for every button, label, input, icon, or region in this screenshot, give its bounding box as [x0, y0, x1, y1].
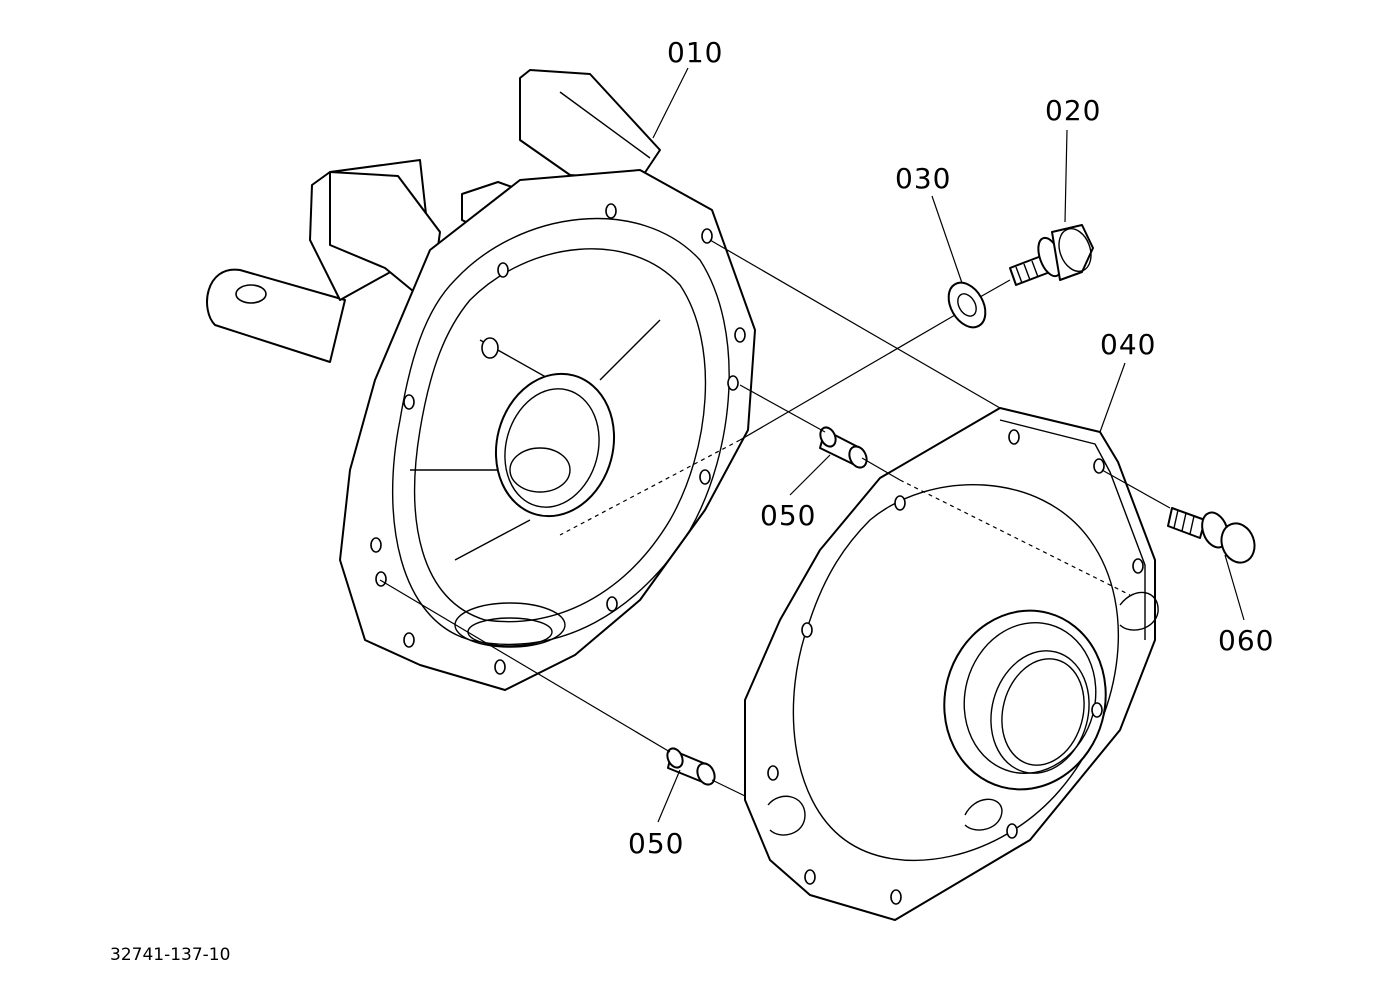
- assembly-lines: [379, 239, 1171, 797]
- part-030-washer[interactable]: [941, 276, 993, 334]
- callout-060: 060: [1218, 624, 1274, 657]
- part-040-cover[interactable]: [744, 407, 1159, 921]
- callout-leaders: [652, 67, 1245, 823]
- part-050-dowel-lower[interactable]: [664, 746, 717, 787]
- part-020-bolt[interactable]: [1009, 224, 1097, 286]
- part-010-housing[interactable]: [206, 69, 756, 691]
- part-060-plug[interactable]: [1167, 507, 1260, 567]
- callout-010: 010: [667, 36, 723, 69]
- part-050-dowel-upper[interactable]: [817, 425, 869, 470]
- callout-050-lower: 050: [628, 827, 684, 860]
- callout-030: 030: [895, 162, 951, 195]
- callout-050-upper: 050: [760, 499, 816, 532]
- callout-020: 020: [1045, 94, 1101, 127]
- drawing-number: 32741-137-10: [110, 945, 230, 965]
- callout-040: 040: [1100, 328, 1156, 361]
